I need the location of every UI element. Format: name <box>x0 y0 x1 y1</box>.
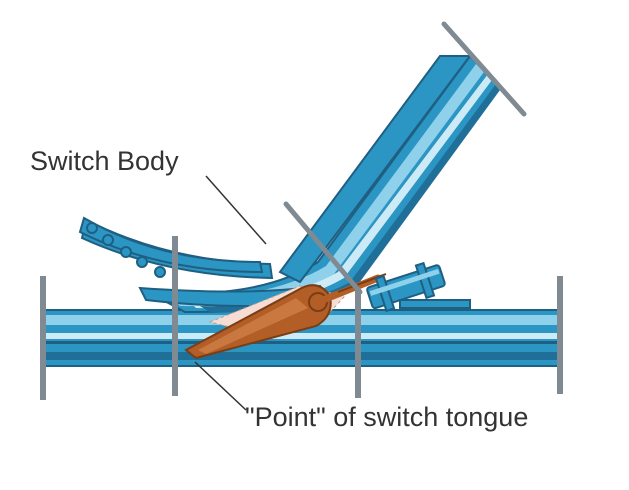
actuator <box>314 261 471 313</box>
actuator-mount <box>399 299 471 309</box>
right-end-flange <box>557 276 563 394</box>
left-end-flange <box>40 276 46 400</box>
actuator-cylinder <box>366 261 446 313</box>
curved-bolt-flange <box>78 216 264 278</box>
center-flange <box>355 290 361 398</box>
bolt-3-icon <box>120 246 132 258</box>
bolt-1-icon <box>86 222 98 234</box>
flanges <box>40 21 563 400</box>
switch-body-label: Switch Body <box>30 146 179 176</box>
point-leader-line <box>194 361 247 411</box>
switch-tongue-point-label: "Point" of switch tongue <box>245 402 529 432</box>
switch-body-leader-line <box>205 175 267 245</box>
bolt-2-icon <box>102 234 114 246</box>
diagonal-flange <box>283 201 363 295</box>
bolt-4-icon <box>136 256 148 268</box>
bolt-5-icon <box>154 266 166 278</box>
top-end-flange <box>441 21 527 117</box>
left-inner-flange <box>172 236 178 396</box>
